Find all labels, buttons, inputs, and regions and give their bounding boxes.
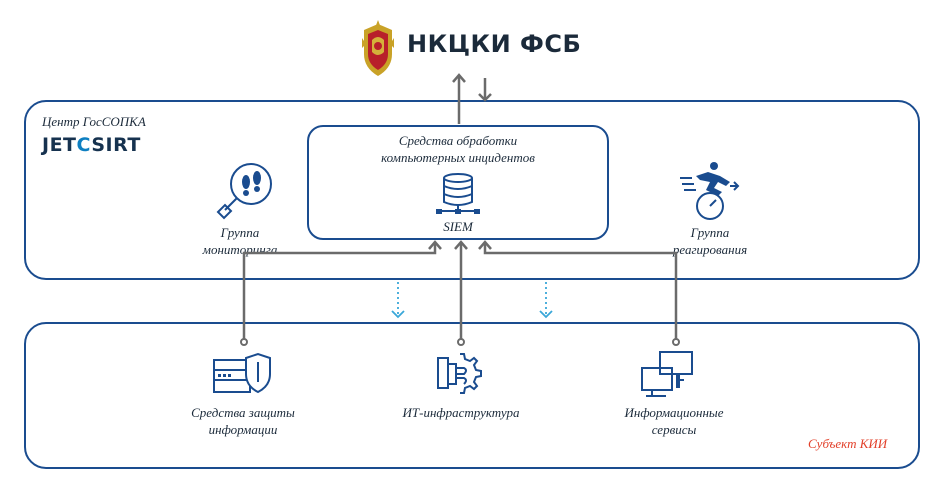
cii-subject-frame xyxy=(24,322,920,469)
dotted-arrow-left-head xyxy=(391,310,405,319)
subject-item-info-services-line1: Информационные xyxy=(624,405,724,420)
incident-tools-line1: Средства обработки xyxy=(398,133,518,148)
response-group-label: Группа реагирования xyxy=(650,224,770,258)
agency-title: НКЦКИ ФСБ xyxy=(407,30,582,58)
arrow-down-from-agency-head xyxy=(478,93,492,102)
soc-center-caption: Центр ГосСОПКА xyxy=(42,114,146,129)
jetcsirt-logo-sirt: SIRT xyxy=(91,134,141,156)
link-it-infra-head xyxy=(454,240,468,250)
link-info-services xyxy=(483,243,678,340)
response-group-line2: реагирования xyxy=(672,242,748,257)
link-security-tools xyxy=(242,243,437,340)
subject-item-it-infra: ИТ-инфраструктура xyxy=(386,404,536,421)
monitors-icon xyxy=(641,351,693,397)
dotted-arrow-right-head xyxy=(539,310,553,319)
arrow-up-to-agency-head xyxy=(452,73,466,83)
cii-subject-caption: Субъект КИИ xyxy=(808,436,888,451)
jetcsirt-logo-jet: JET xyxy=(42,134,77,156)
database-icon xyxy=(436,173,480,214)
jetcsirt-logo: JETCSIRT xyxy=(42,134,141,156)
incident-tools-title: Средства обработки компьютерных инцидент… xyxy=(307,132,609,166)
link-it-infra-dot xyxy=(457,338,465,346)
incident-tools-line2: компьютерных инцидентов xyxy=(381,150,535,165)
runner-speedometer-icon xyxy=(680,162,740,220)
subject-item-security-tools-line2: информации xyxy=(208,422,278,437)
siem-label: SIEM xyxy=(443,219,473,234)
soc-center-frame xyxy=(24,100,920,280)
response-group-line1: Группа xyxy=(690,225,730,240)
server-shield-icon xyxy=(213,352,271,394)
link-security-tools-dot xyxy=(240,338,248,346)
subject-item-info-services: Информационные сервисы xyxy=(604,404,744,438)
link-info-services-head xyxy=(478,240,492,250)
subject-item-info-services-line2: сервисы xyxy=(651,422,697,437)
monitoring-group-line1: Группа xyxy=(220,225,260,240)
fsb-emblem-icon xyxy=(362,20,394,76)
subject-item-security-tools-line1: Средства защиты xyxy=(191,405,295,420)
magnifier-footprints-icon xyxy=(216,163,272,220)
subject-item-it-infra-line1: ИТ-инфраструктура xyxy=(402,405,520,420)
gear-network-icon xyxy=(437,353,482,394)
link-info-services-dot xyxy=(672,338,680,346)
link-security-tools-head xyxy=(428,240,442,250)
subject-item-security-tools: Средства защиты информации xyxy=(176,404,310,438)
jetcsirt-logo-c: C xyxy=(76,134,92,156)
